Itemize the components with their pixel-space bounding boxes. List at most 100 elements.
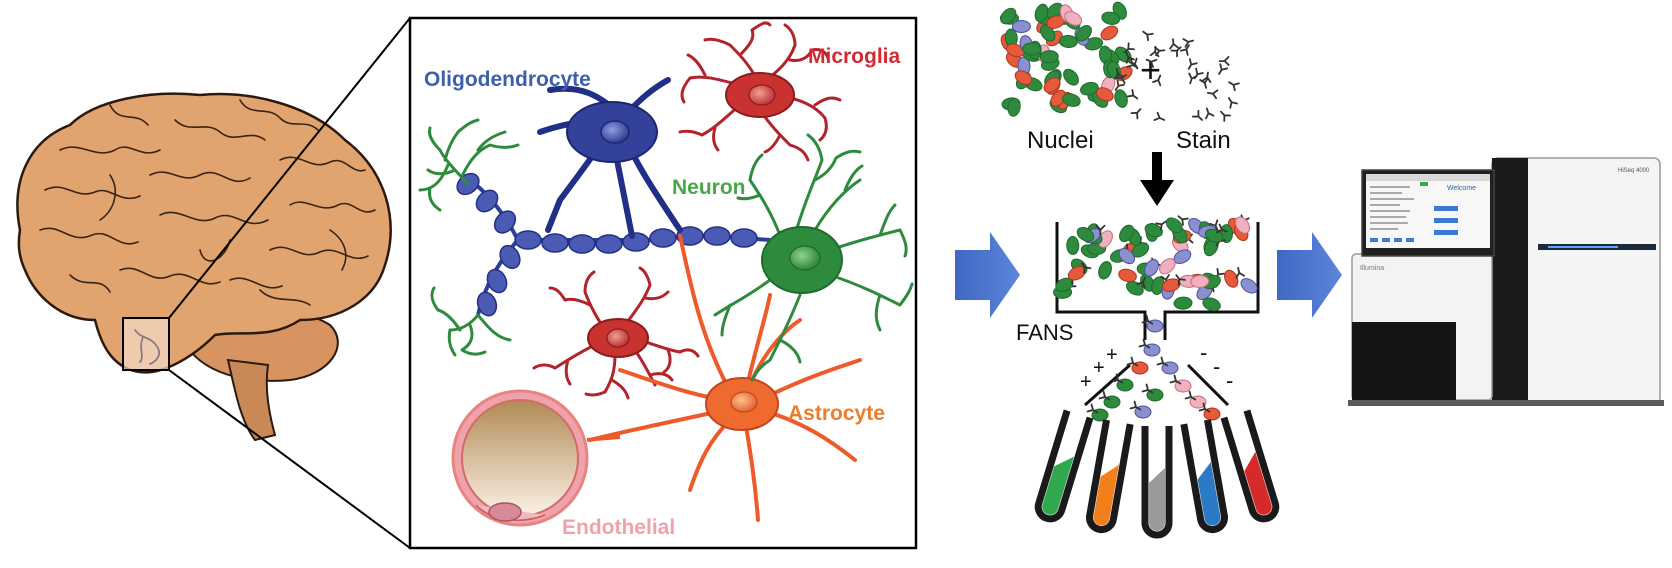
nucleus-icon xyxy=(1162,278,1181,292)
antibody-icon xyxy=(1136,276,1146,289)
antibody-icon xyxy=(1081,262,1092,274)
nucleus-icon xyxy=(1144,223,1163,238)
nucleus-icon xyxy=(1046,2,1063,19)
antibody-icon xyxy=(1129,400,1142,411)
antibody-icon xyxy=(1175,274,1186,286)
nucleus-icon xyxy=(1039,24,1056,42)
antibody-icon xyxy=(1130,108,1142,120)
nucleus-icon xyxy=(1204,228,1224,243)
antibody-icon xyxy=(1123,42,1135,54)
endothelial-vessel xyxy=(451,389,621,527)
antibody-icon xyxy=(1220,110,1231,122)
antibody-icon xyxy=(1201,71,1212,83)
antibody-icon xyxy=(1152,74,1162,87)
antibody-icon xyxy=(1215,223,1228,234)
antibody-icon xyxy=(1218,63,1229,75)
microglia-bottom-nucleus xyxy=(606,328,630,348)
positive-plate xyxy=(1084,363,1131,407)
zoom-line-top xyxy=(168,17,411,319)
antibody-icon xyxy=(1169,38,1179,50)
label-astrocyte: Astrocyte xyxy=(788,402,885,425)
neuron-dendrite-tufts xyxy=(418,118,520,357)
label-fans: FANS xyxy=(1016,320,1073,345)
nucleus-icon xyxy=(1062,93,1081,107)
arrow-cells-to-fans xyxy=(955,232,1020,318)
nucleus-icon xyxy=(1119,224,1135,243)
label-stain: Stain xyxy=(1176,127,1231,154)
region-highlight xyxy=(122,317,170,371)
nucleus-icon xyxy=(1224,269,1239,288)
neuron-nucleus xyxy=(789,245,821,271)
svg-text:+: + xyxy=(1106,344,1118,366)
nucleus-icon xyxy=(1050,89,1067,107)
antibody-icon xyxy=(1187,58,1198,70)
antibody-icon xyxy=(1126,89,1139,100)
nucleus-icon xyxy=(1190,274,1210,288)
nucleus-icon xyxy=(1034,3,1049,23)
nucleus-icon xyxy=(1000,7,1017,25)
antibody-icon xyxy=(1115,74,1128,84)
antibody-icon xyxy=(1206,89,1219,100)
antibody-icon xyxy=(1142,30,1154,42)
nucleus-icon xyxy=(1043,77,1061,93)
label-oligodendrocyte: Oligodendrocyte xyxy=(424,68,591,91)
brain-stem xyxy=(226,358,277,442)
antibody-icon xyxy=(1086,403,1099,414)
nucleus-icon xyxy=(1173,296,1193,310)
sorted-droplets xyxy=(1086,314,1221,422)
antibody-icon xyxy=(1145,58,1158,68)
collection-tubes xyxy=(1034,409,1280,539)
label-neuron: Neuron xyxy=(672,176,746,199)
antibody-icon xyxy=(1111,373,1124,384)
nucleus-icon xyxy=(1118,268,1137,283)
antibody-icon xyxy=(1191,109,1203,121)
sequencer-brand: Illumina xyxy=(1360,265,1384,272)
antibody-icon xyxy=(1188,72,1198,85)
svg-text:+: + xyxy=(1080,371,1092,393)
nucleus-icon xyxy=(1101,11,1121,25)
antibody-icon xyxy=(1218,56,1230,66)
tube-blue xyxy=(1180,419,1228,534)
zoom-line-bottom xyxy=(168,369,411,549)
cerebrum xyxy=(16,92,392,374)
oligodendrocyte-cell xyxy=(537,77,683,239)
antibody-icon xyxy=(1169,374,1182,385)
tube-orange xyxy=(1086,419,1134,534)
antibody-icon xyxy=(1179,44,1190,56)
nucleus-icon xyxy=(1100,25,1119,41)
svg-text:-: - xyxy=(1226,368,1233,393)
antibody-icon xyxy=(1125,52,1135,64)
sequencer-model-label: HiSeq 4000 xyxy=(1618,168,1650,174)
antibody-icon xyxy=(1149,45,1160,58)
antibody-icon xyxy=(1141,314,1154,325)
nucleus-icon xyxy=(1159,258,1176,275)
oligodendrocyte-nucleus xyxy=(600,120,630,144)
neuron-cell xyxy=(713,133,914,382)
svg-text:+: + xyxy=(1093,357,1105,379)
nucleus-icon xyxy=(1066,236,1080,256)
svg-text:-: - xyxy=(1213,354,1220,379)
down-arrow xyxy=(1140,152,1174,206)
nuclei-cluster xyxy=(999,1,1133,117)
nucleus-icon xyxy=(1234,216,1251,234)
antibody-icon xyxy=(1126,356,1139,367)
label-nuclei: Nuclei xyxy=(1027,127,1094,154)
nucleus-icon xyxy=(1039,50,1059,64)
antibody-icon xyxy=(1235,266,1245,279)
tube-gray xyxy=(1141,426,1173,539)
antibody-icon xyxy=(1170,46,1182,58)
nucleus-icon xyxy=(1007,97,1021,117)
stain-antibodies xyxy=(1114,30,1240,122)
monitor-welcome: Welcome xyxy=(1447,185,1476,192)
nucleus-icon xyxy=(1011,19,1031,33)
tube-green xyxy=(1034,409,1094,523)
endothelial-nucleus xyxy=(488,502,522,522)
antibody-icon xyxy=(1114,79,1125,91)
antibody-icon xyxy=(1128,57,1139,70)
nucleus-icon xyxy=(1063,68,1079,86)
antibody-icon xyxy=(1141,383,1154,394)
antibody-icon xyxy=(1198,402,1211,413)
nucleus-icon xyxy=(1165,217,1183,234)
tube-red xyxy=(1220,409,1280,523)
